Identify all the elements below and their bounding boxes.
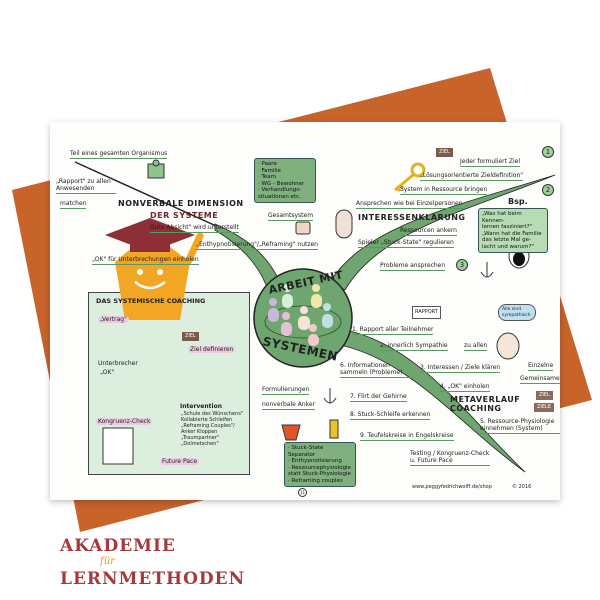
coaching-box-title: DAS SYSTEMISCHE COACHING — [96, 297, 206, 305]
branch-label: 9. Teufelskreise in Engelskreise — [360, 432, 454, 441]
branch-label: zu allen — [464, 342, 488, 351]
branch-label: Gemeinsame — [520, 375, 560, 384]
list-item: situationen etc. — [258, 193, 301, 200]
list-item: statt Stuck-Physiologie — [288, 471, 351, 477]
branch-label: Einzelne — [528, 362, 554, 371]
bottom-branch — [339, 329, 526, 473]
branch-label: Ansprechen wie bei Einzelpersonen — [356, 200, 463, 209]
list-item: · Enthypnotisierung — [288, 458, 342, 464]
key-icon — [394, 162, 426, 193]
step-number: 1 — [542, 146, 554, 158]
branch-label: Gesamtsystem — [268, 212, 314, 221]
list-item: Anker Kloppen — [181, 429, 218, 435]
branch-label: 2. innerlich Sympathie — [380, 342, 448, 351]
bottom-branch-title: METAVERLAUF COACHING — [450, 395, 521, 413]
branch-label: 8. Stuck-Schleife erkennen — [350, 411, 431, 420]
step-number: 2 — [542, 184, 554, 196]
list-item: „Dolmetschen" — [181, 441, 219, 447]
ziel-sign: ZIEL — [182, 332, 199, 341]
example-line: „Wann hat die Familie — [482, 230, 542, 237]
branch-label: Gute Absicht" wird unterstellt — [150, 224, 239, 233]
step-number: 3 — [456, 259, 468, 271]
page-number: 11 — [298, 488, 307, 497]
tools-box: · Stuck-State Separator · Enthypnotisier… — [284, 442, 356, 487]
branch-label: 1. Rapport aller Teilnehmer — [352, 326, 434, 335]
left-branch-subtitle: DER SYSTEME — [150, 211, 219, 220]
ziel-sign: ZIEL — [536, 391, 553, 400]
people-icon — [268, 284, 333, 346]
puzzle-icon — [147, 159, 165, 179]
ziel-sign: ZIEL — [436, 148, 453, 157]
example-line: das letzte Mal ge- — [482, 237, 531, 243]
branch-label: 6. Informationen sammeln (Probleme) — [340, 362, 412, 378]
coaching-step: „OK" — [100, 369, 115, 376]
branch-label: „Enthypnotisierung"/„Reframing" nutzen — [196, 241, 318, 250]
future-pace: Future Pace — [160, 458, 200, 465]
list-item: · Team — [258, 174, 277, 180]
branch-label: Ressourcen ankern — [400, 227, 457, 236]
branch-label: „Rapport" zu allen Anwesenden — [56, 178, 116, 194]
coaching-step: Unterbrecher — [98, 360, 138, 367]
list-item: „Traumpartner" — [181, 435, 220, 441]
branch-label: „OK" für Unterbrechungen einholen — [92, 256, 199, 265]
list-item: · Paare — [258, 161, 277, 167]
anchor-icon — [323, 388, 337, 404]
logo-text: AKADEMIE — [60, 536, 176, 556]
branch-label: System in Ressource bringen — [400, 186, 488, 195]
example-line: lernen fasziniert?" — [482, 224, 533, 230]
branch-label: 4. „OK" einholen — [440, 383, 490, 392]
smiley-face-icon — [496, 332, 520, 360]
branch-label: „Lösungsorientierte Zieldefinition" — [420, 172, 524, 181]
systems-list-box: · Paare · Familie · Team · WG - Bewohner… — [254, 158, 316, 203]
anchor-icon — [480, 262, 494, 278]
list-item: · Stuck-State Separator — [288, 445, 324, 458]
kongruenz-check: Kongruenz-Check — [96, 418, 153, 425]
branch-label: Formulierungen — [262, 386, 310, 395]
example-line: lacht und warum?" — [482, 243, 534, 250]
branch-label: Testing / Kongruenz-Check u. Future Pace — [410, 450, 490, 466]
devil-icon — [281, 424, 301, 441]
branch-label: nonverbale Anker — [262, 401, 316, 410]
intervention-list: „Schule des Wünschens" Kollabierte Schle… — [181, 411, 243, 447]
left-branch-title: NONVERBALE DIMENSION — [118, 199, 244, 208]
branch-label: Jeder formuliert Ziel — [460, 158, 521, 167]
branch-label: Spieler „Stuck-State" regulieren — [358, 239, 454, 248]
example-line: „Was hat beim Kennen- — [482, 211, 522, 224]
angel-icon — [329, 419, 339, 439]
example-label: Bsp. — [508, 197, 528, 206]
rapport-note: RAPPORT — [412, 306, 441, 319]
example-box: „Was hat beim Kennen- lernen fasziniert?… — [478, 208, 548, 253]
list-item: · Familie — [258, 167, 281, 174]
coaching-step: Intervention — [180, 403, 222, 410]
thought-bubble: Alle sind sympathisch — [498, 304, 536, 321]
thumbs-up-icon — [295, 221, 311, 235]
branch-label: 3. Interessen / Ziele klären — [420, 364, 501, 373]
list-item: Kollabierte Schleifen — [181, 417, 233, 423]
list-item: „Reframing Couples"/ — [181, 423, 235, 429]
right-branch-title: INTERESSENKLARUNG — [358, 213, 466, 222]
branch-label: Teil eines gesamten Organismus — [70, 150, 168, 159]
list-item: · Ressourcephysiologie — [288, 464, 351, 471]
ziele-sign: ZIELE — [534, 403, 555, 412]
footer-url: www.peggyfedrichwolff.de/shop — [412, 484, 492, 490]
logo-text: LERNMETHODEN — [60, 569, 246, 589]
list-item: · Reframing couples — [288, 477, 343, 484]
list-item: „Schule des Wünschens" — [181, 411, 244, 417]
left-branch-line — [74, 161, 226, 231]
branch-label: 7. Flirt der Gehirne — [350, 393, 407, 402]
logo-text: für — [100, 556, 115, 567]
list-item: · WG - Bewohner — [258, 180, 305, 187]
list-item: · Verhandlungs- — [258, 187, 302, 193]
branch-label: Probleme ansprechen — [380, 262, 446, 271]
coaching-step: Ziel definieren — [188, 346, 236, 353]
branch-label: matchen — [60, 200, 87, 209]
clipboard-icon — [102, 427, 134, 465]
coaching-step: „Vertrag" — [98, 316, 129, 323]
footer-copyright: © 2016 — [512, 484, 532, 490]
person-icon — [335, 209, 353, 239]
branch-label: 5. Ressource-Physiologie einnehmen (Syst… — [480, 418, 560, 434]
